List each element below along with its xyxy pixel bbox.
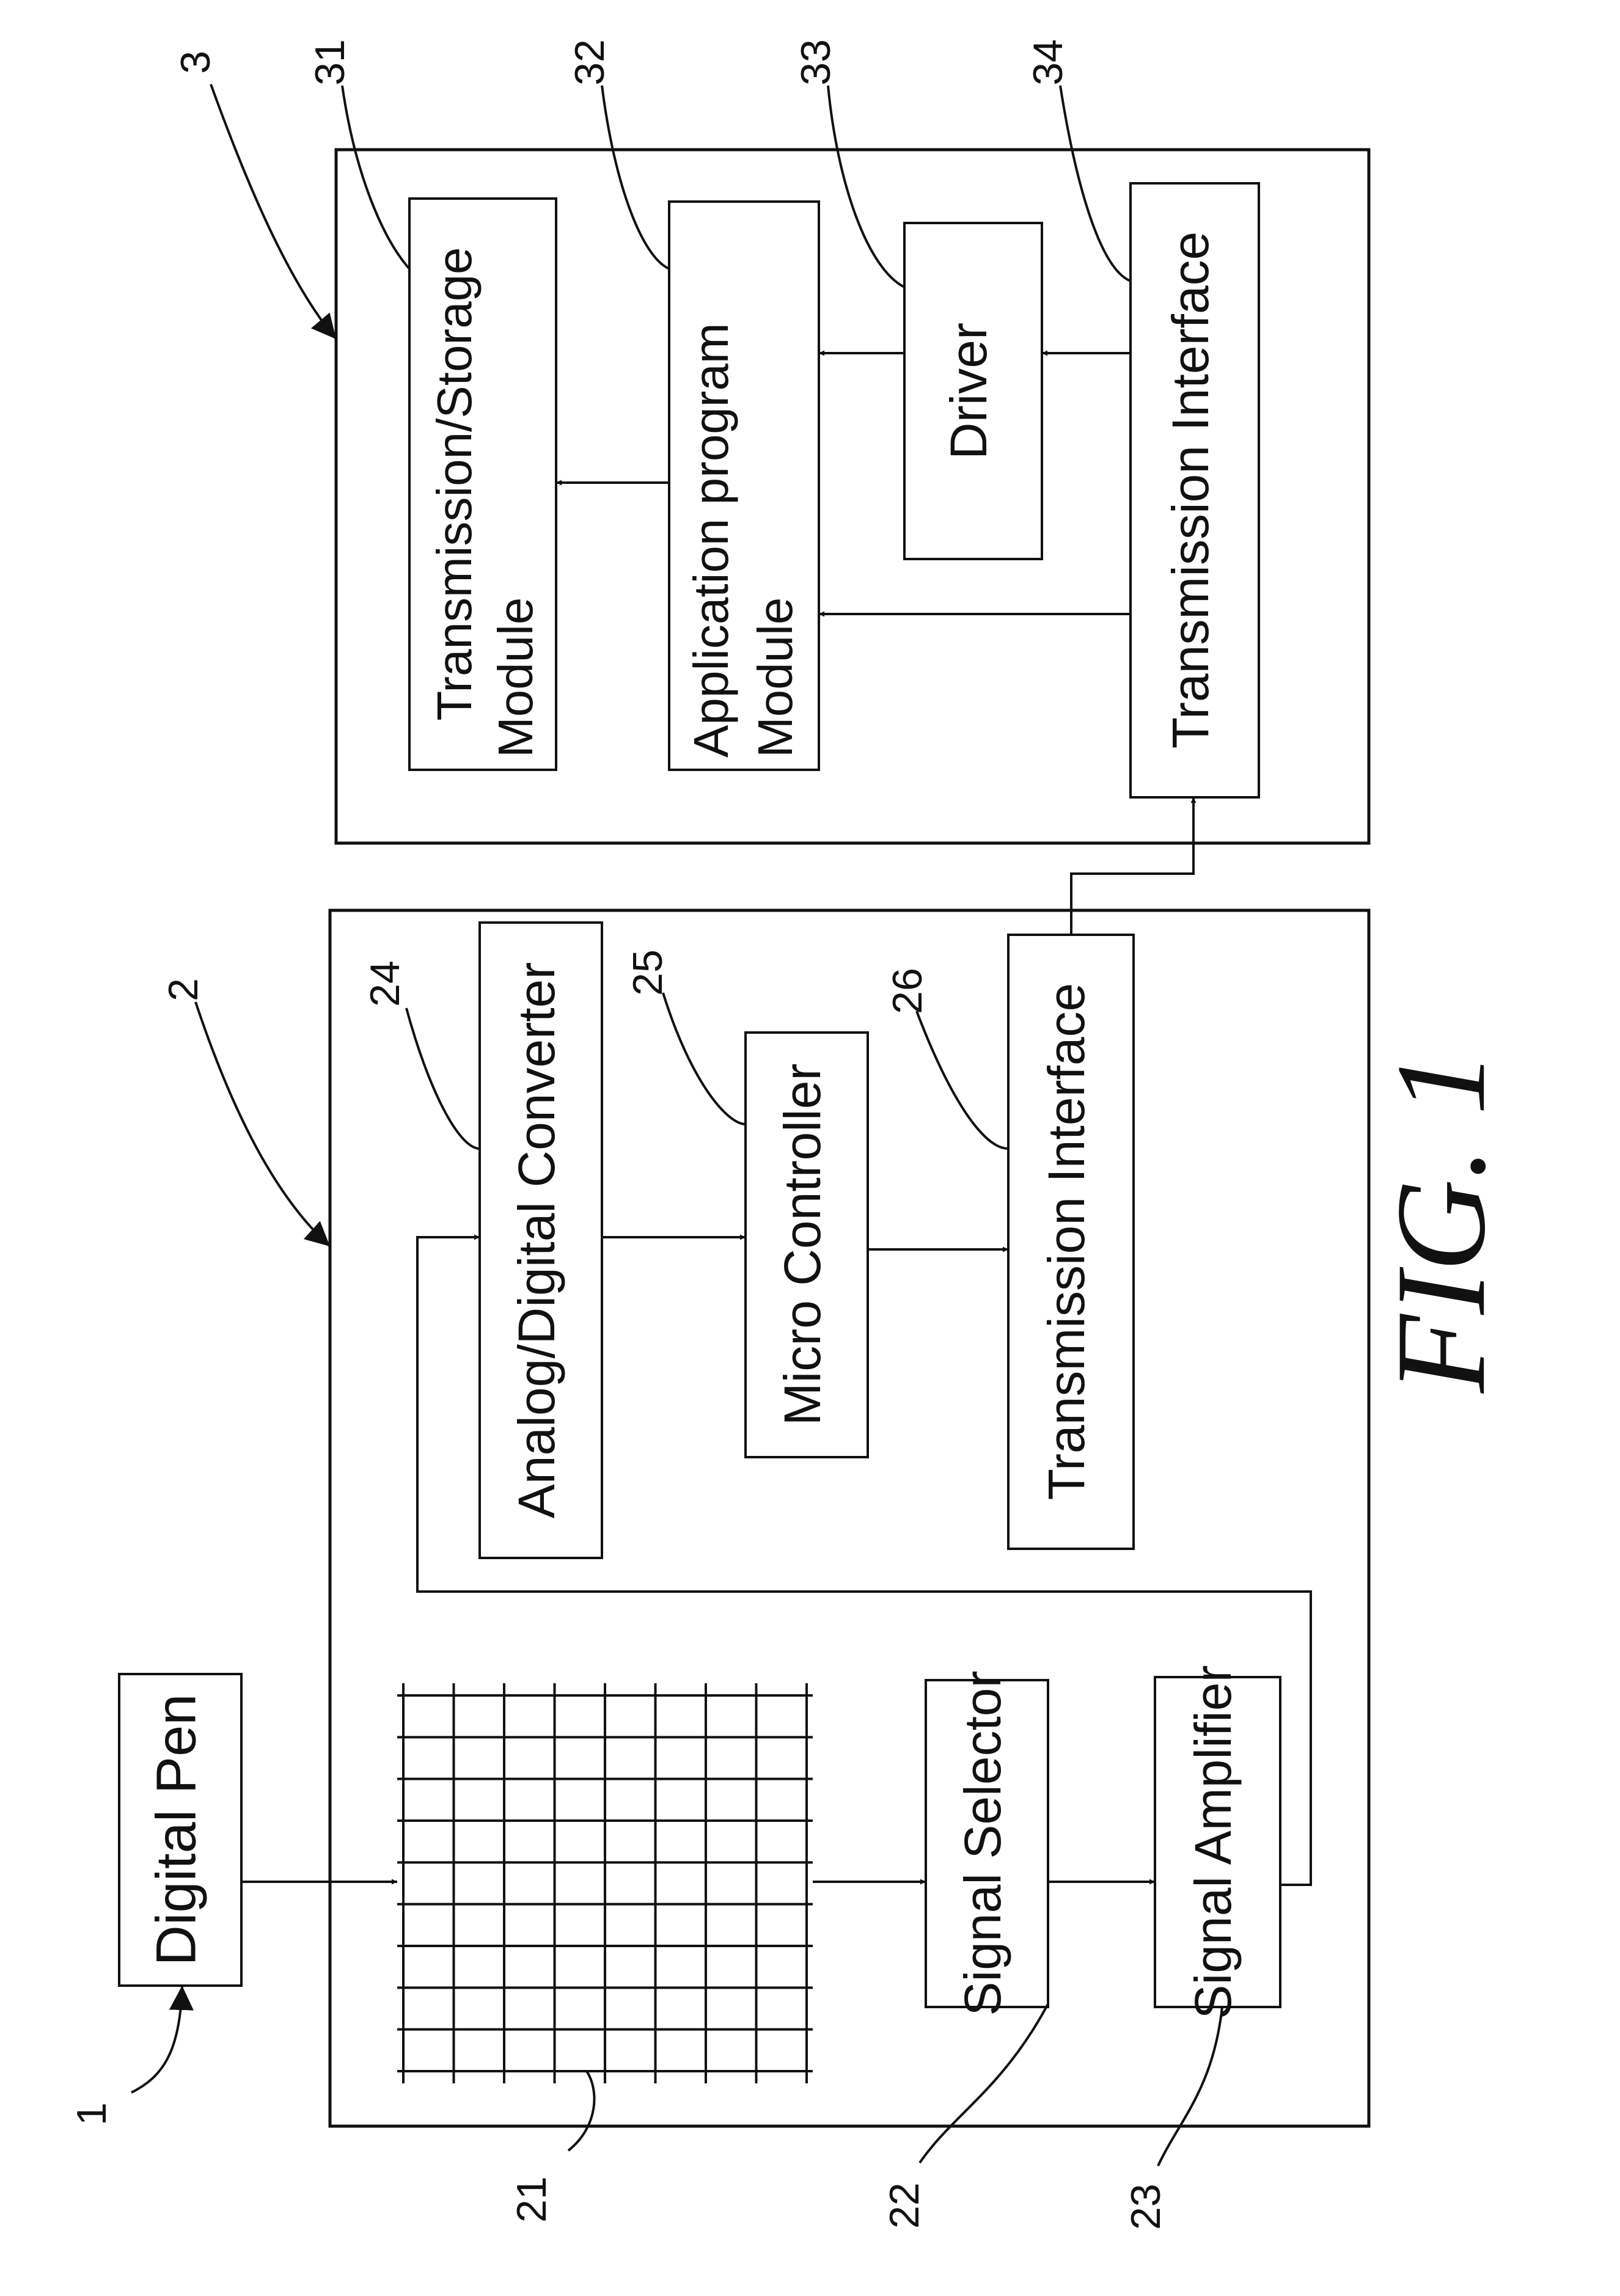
leader-24 (406, 1008, 480, 1149)
ref-21: 21 (508, 2176, 555, 2223)
leader-33 (828, 86, 904, 287)
ref-2: 2 (160, 978, 207, 1001)
leader-23 (1158, 2007, 1222, 2166)
ref-3: 3 (172, 51, 219, 74)
leader-1 (131, 1986, 182, 2093)
micro-controller-label: Micro Controller (774, 1064, 831, 1426)
ref-22: 22 (881, 2182, 928, 2229)
leader-26 (917, 1011, 1008, 1149)
sensor-grid (397, 1683, 813, 2083)
leader-31 (342, 86, 409, 269)
adc-label: Analog/Digital Converter (508, 962, 565, 1518)
figure-caption: FIG. 1 (1370, 1051, 1512, 1394)
ref-24: 24 (362, 960, 408, 1007)
arrow-transmission26-to-34 (1071, 797, 1193, 935)
ref-25: 25 (625, 949, 671, 996)
signal-selector-label: Signal Selector (954, 1671, 1011, 2016)
leader-3 (211, 84, 336, 339)
leader-22 (920, 2004, 1048, 2163)
leader-34 (1060, 86, 1131, 281)
leader-32 (602, 86, 669, 269)
ref-1: 1 (68, 2102, 115, 2126)
transmission-interface-26-label: Transmission Interface (1038, 983, 1095, 1501)
ref-26: 26 (884, 968, 931, 1014)
leader-25 (663, 993, 746, 1124)
ref-34: 34 (1025, 39, 1071, 86)
ref-31: 31 (307, 39, 353, 86)
ref-32: 32 (566, 39, 613, 86)
ref-33: 33 (793, 39, 839, 86)
ref-23: 23 (1123, 2184, 1169, 2230)
digital-pen-label: Digital Pen (145, 1694, 207, 1966)
leader-2 (196, 1002, 330, 1246)
transmission-storage-line2: Module (488, 598, 543, 758)
application-program-line1: Application program (684, 323, 738, 758)
application-program-line2: Module (748, 598, 802, 758)
transmission-storage-line1: Transmission/Storage (427, 247, 482, 720)
driver-label: Driver (940, 323, 997, 459)
signal-amplifier-label: Signal Amplifier (1184, 1665, 1242, 2019)
transmission-interface-34-label: Transmission Interface (1162, 232, 1219, 749)
leader-21 (568, 2071, 594, 2151)
